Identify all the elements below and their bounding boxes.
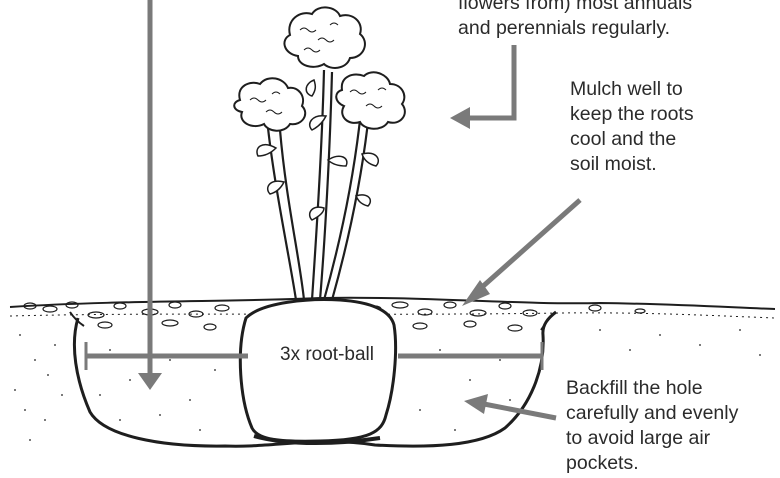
backfill-instruction: Backfill the hole carefully and evenly t… — [566, 376, 776, 476]
mulch-instruction: Mulch well to keep the roots cool and th… — [570, 77, 770, 177]
root-ball — [240, 300, 395, 443]
hole-width-label: 3x root-ball — [252, 342, 402, 367]
deadhead-instruction: flowers from) most annuals and perennial… — [458, 0, 758, 41]
arrow-backfill-icon — [464, 394, 556, 418]
flower-icon — [234, 7, 405, 130]
arrow-down-icon — [138, 0, 162, 390]
arrow-left-icon — [450, 45, 514, 129]
arrow-diagonal-icon — [462, 200, 580, 306]
